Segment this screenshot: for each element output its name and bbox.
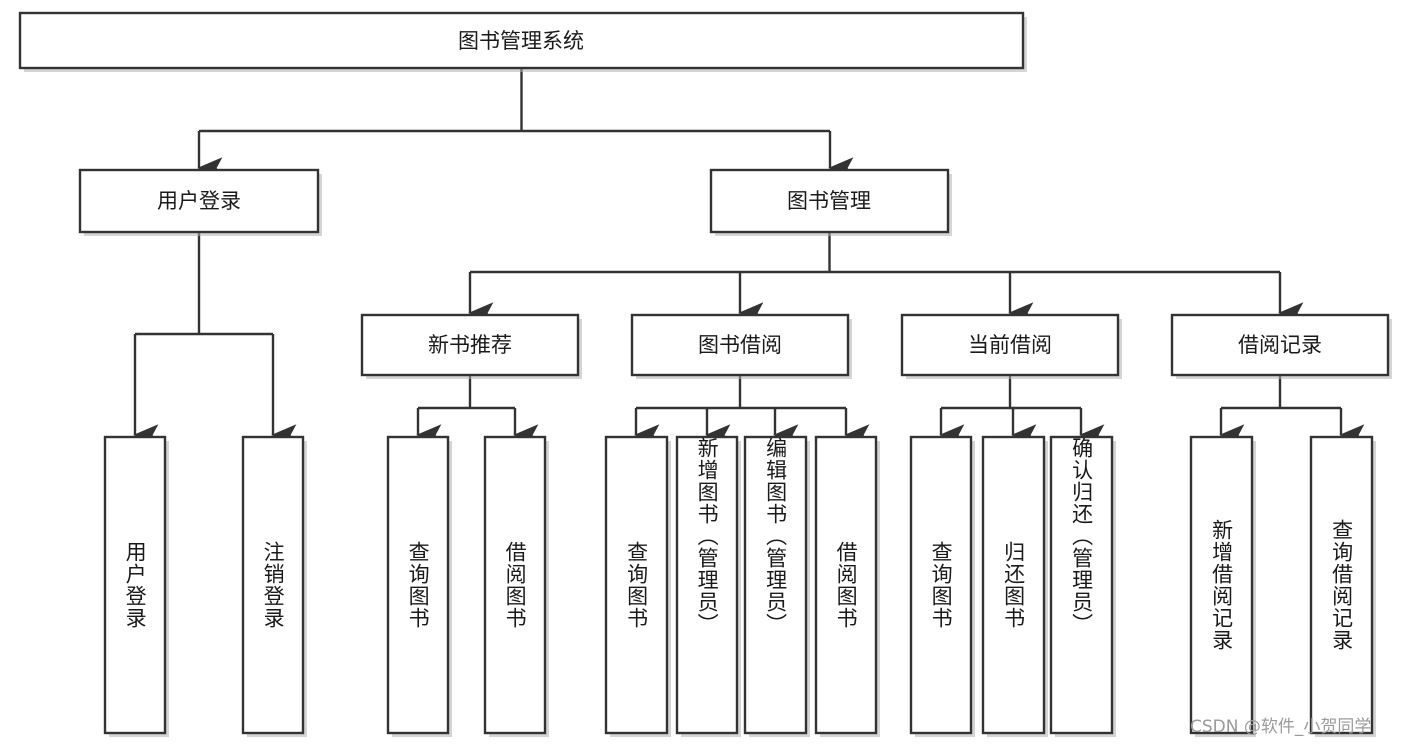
node-current-borrow-label: 当前借阅 [968, 333, 1052, 357]
leaf-node-borrow-book-2[interactable] [814, 435, 880, 737]
leaf-node-user-logout[interactable] [241, 435, 307, 737]
leaf-node-query-book-1[interactable] [386, 435, 452, 737]
connector-group-user-login [133, 232, 297, 446]
leaf-node-add-book-admin[interactable] [675, 435, 741, 737]
watermark-label: CSDN @软件_小贺同学 [1190, 717, 1372, 737]
leaf-node-borrow-book-1[interactable] [483, 435, 549, 737]
node-new-book-recommend-label: 新书推荐 [428, 333, 512, 357]
leaf-node-query-book-3[interactable] [909, 435, 975, 737]
node-book-borrow-label: 图书借阅 [698, 333, 782, 357]
connector-group-book-manage [468, 232, 1304, 324]
connector-group-book-borrow [634, 375, 870, 446]
node-book-manage[interactable]: 图书管理 [709, 168, 952, 236]
node-borrow-record-label: 借阅记录 [1238, 333, 1322, 357]
connector-group-root [197, 68, 854, 179]
node-new-book-recommend[interactable]: 新书推荐 [360, 313, 582, 379]
connector-group-borrow-record [1219, 375, 1365, 446]
leaf-node-edit-book-admin[interactable] [743, 435, 810, 737]
connector-group-new-book-recommend [416, 375, 539, 446]
node-book-manage-label: 图书管理 [787, 189, 871, 213]
node-book-borrow[interactable]: 图书借阅 [630, 313, 852, 379]
node-root-label: 图书管理系统 [458, 29, 584, 53]
leaf-node-return-book[interactable] [981, 435, 1048, 737]
node-user-login-label: 用户登录 [157, 189, 241, 213]
leaf-node-add-borrow-record[interactable] [1189, 435, 1256, 737]
node-current-borrow[interactable]: 当前借阅 [900, 313, 1122, 379]
leaf-node-confirm-return-admin[interactable] [1049, 435, 1116, 737]
leaf-node-query-book-2[interactable] [604, 435, 671, 737]
leaf-node-query-borrow-record[interactable] [1309, 435, 1376, 737]
connector-group-current-borrow [939, 375, 1105, 446]
node-user-login[interactable]: 用户登录 [78, 168, 322, 236]
node-borrow-record[interactable]: 借阅记录 [1170, 313, 1392, 379]
node-root[interactable]: 图书管理系统 [18, 11, 1027, 72]
leaf-node-user-login-do[interactable] [103, 435, 169, 737]
